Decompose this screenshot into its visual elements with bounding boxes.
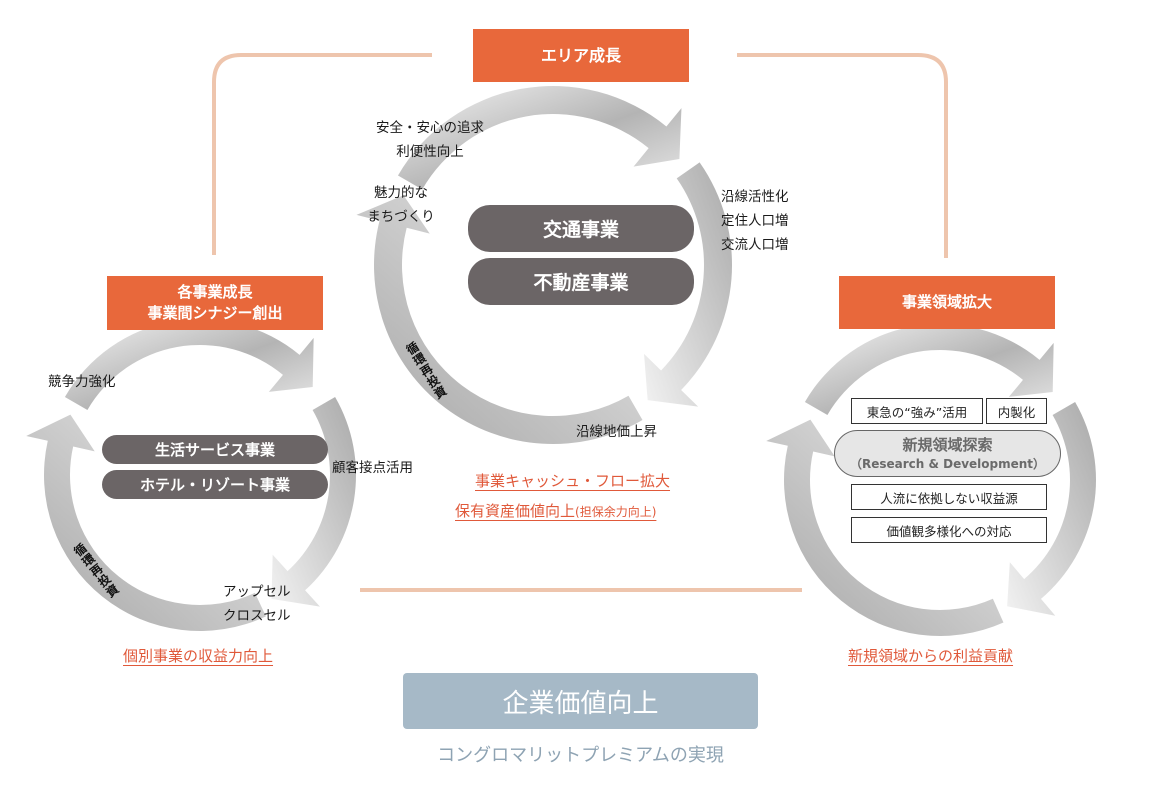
box-strength: 東急の“強み”活用 <box>851 398 983 424</box>
label-safety-line1: 安全・安心の追求 <box>376 120 484 136</box>
outcome-individual: 個別事業の収益力向上 <box>123 645 273 666</box>
label-line-activation: 沿線活性化 定住人口増 交流人口増 <box>721 185 789 257</box>
pill-transport: 交通事業 <box>468 205 694 252</box>
box-revenue-text: 人流に依拠しない収益源 <box>880 490 1018 506</box>
pill-real-estate: 不動産事業 <box>468 258 694 305</box>
label-competitiveness: 競争力強化 <box>48 370 116 394</box>
outcome-asset-value: 保有資産価値向上(担保余力向上) <box>455 500 656 521</box>
pill-hotel-resort: ホテル・リゾート事業 <box>102 470 328 499</box>
header-business-growth: 各事業成長 事業間シナジー創出 <box>107 276 323 330</box>
frame-line-right <box>737 53 948 258</box>
outcome-collateral-text: (担保余力向上) <box>575 505 657 519</box>
ring-center <box>356 86 733 444</box>
label-safety-line2: 利便性向上 <box>396 144 464 160</box>
outcome-individual-text: 個別事業の収益力向上 <box>123 647 274 665</box>
label-competitiveness-text: 競争力強化 <box>48 374 116 390</box>
label-town-line2: まちづくり <box>367 209 435 225</box>
corporate-value-title: 企業価値向上 <box>502 688 659 719</box>
oval-rnd-title: 新規領域探索 <box>902 436 993 454</box>
ring-center-arrow-3 <box>356 195 643 444</box>
label-upsell: アップセル <box>223 584 291 600</box>
outcome-cashflow-text: 事業キャッシュ・フロー拡大 <box>475 472 671 490</box>
pill-life-services-text: 生活サービス事業 <box>154 441 275 459</box>
label-line-activation-1: 沿線活性化 <box>721 189 789 205</box>
label-land-price: 沿線地価上昇 <box>576 420 657 444</box>
ring-center-arrow-2 <box>644 162 733 407</box>
corporate-value-subtitle-text: コングロマリットプレミアムの実現 <box>437 745 724 766</box>
outcome-new-domain: 新規領域からの利益貢献 <box>848 645 1013 666</box>
pill-life-services: 生活サービス事業 <box>102 435 328 464</box>
outcome-cashflow: 事業キャッシュ・フロー拡大 <box>475 470 670 491</box>
frame-line-left <box>212 53 432 255</box>
pill-hotel-resort-text: ホテル・リゾート事業 <box>139 476 290 494</box>
header-business-growth-line1: 各事業成長 <box>177 283 253 301</box>
box-values: 価値観多様化への対応 <box>851 517 1047 543</box>
label-safety: 安全・安心の追求 利便性向上 <box>360 116 500 164</box>
label-customer-touch: 顧客接点活用 <box>332 456 413 480</box>
outcome-new-domain-text: 新規領域からの利益貢献 <box>848 647 1014 665</box>
label-line-activation-2: 定住人口増 <box>721 213 789 229</box>
label-line-activation-3: 交流人口増 <box>721 237 789 253</box>
ring-left-arrow-2 <box>271 397 357 607</box>
ring-right-arrow-2 <box>1007 402 1096 616</box>
header-area-growth-text: エリア成長 <box>540 46 621 65</box>
ring-right-arrow-1 <box>804 324 1054 415</box>
ring-right-arrow-3 <box>766 419 1004 636</box>
label-town-line1: 魅力的な <box>374 185 428 201</box>
box-values-text: 価値観多様化への対応 <box>886 523 1012 539</box>
label-town: 魅力的な まちづくり <box>356 181 446 229</box>
ring-right <box>766 324 1096 636</box>
pill-real-estate-text: 不動産事業 <box>533 272 629 294</box>
ring-left <box>26 319 357 632</box>
label-land-price-text: 沿線地価上昇 <box>576 424 657 440</box>
pill-transport-text: 交通事業 <box>542 219 619 241</box>
label-crosssell: クロスセル <box>223 608 291 624</box>
oval-rnd: 新規領域探索 （Research & Development） <box>834 430 1061 477</box>
label-sell: アップセル クロスセル <box>223 580 291 628</box>
header-domain-expansion-text: 事業領域拡大 <box>901 293 992 311</box>
oval-rnd-sub: （Research & Development） <box>849 457 1046 471</box>
header-business-growth-line2: 事業間シナジー創出 <box>147 304 283 322</box>
corporate-value-subtitle: コングロマリットプレミアムの実現 <box>403 741 758 767</box>
outcome-asset-value-text: 保有資産価値向上 <box>455 502 576 520</box>
corporate-value-box: 企業価値向上 <box>403 673 758 729</box>
header-area-growth: エリア成長 <box>473 29 689 82</box>
ring-center-arrow-1 <box>397 86 682 190</box>
ring-left-arrow-1 <box>64 319 314 410</box>
header-domain-expansion: 事業領域拡大 <box>839 276 1055 329</box>
box-inhouse: 内製化 <box>986 398 1047 424</box>
box-strength-text: 東急の“強み”活用 <box>866 404 968 420</box>
box-inhouse-text: 内製化 <box>997 404 1036 420</box>
box-revenue: 人流に依拠しない収益源 <box>851 484 1047 510</box>
ring-left-arrow-3 <box>26 414 266 632</box>
label-customer-touch-text: 顧客接点活用 <box>332 460 413 476</box>
